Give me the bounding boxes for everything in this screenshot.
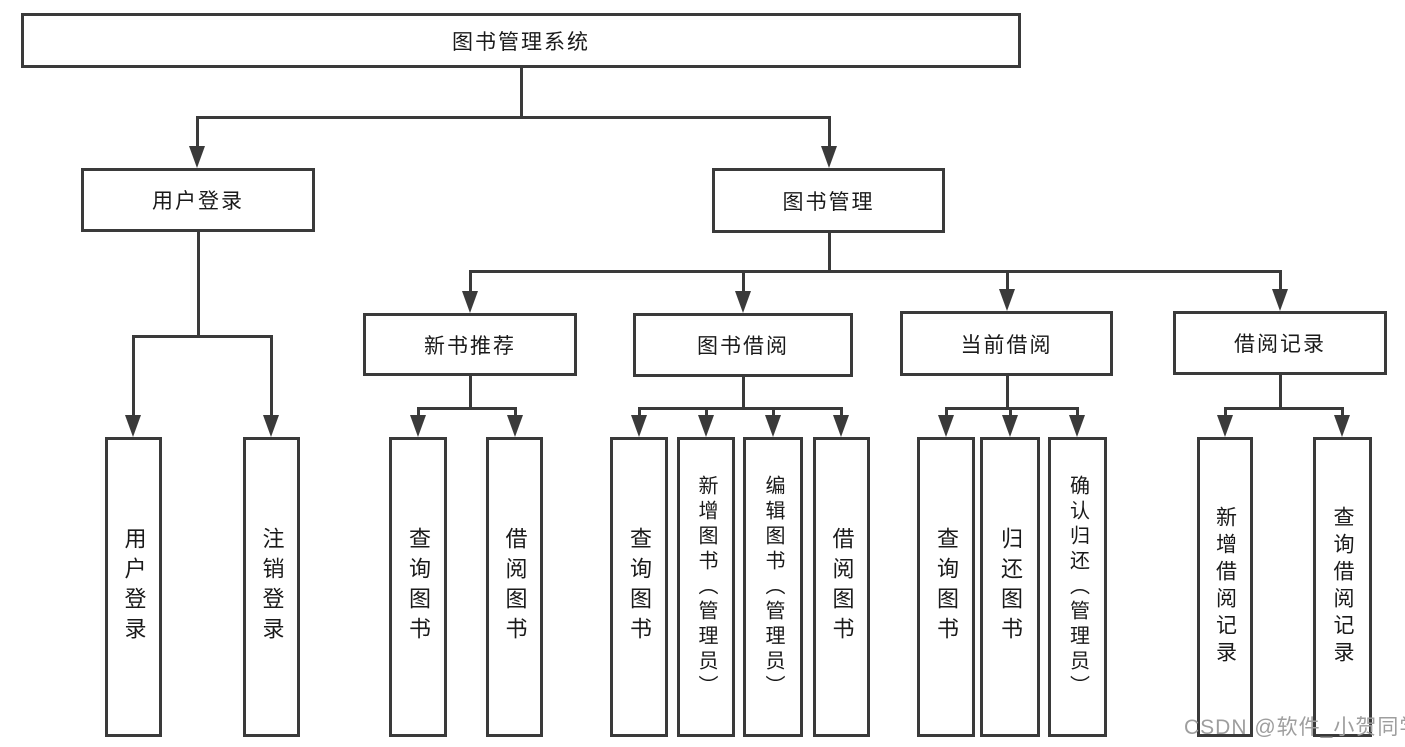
arrowhead-down	[125, 415, 141, 437]
csdn-watermark: CSDN @软件_小贺同学	[1184, 716, 1405, 739]
connector-drop	[1076, 407, 1079, 415]
connector-stem	[742, 376, 745, 407]
connector-drop	[469, 270, 472, 291]
arrowhead-down	[189, 146, 205, 168]
leaf-bb-borrow-book: 借阅图书	[813, 437, 870, 737]
connector-drop	[514, 407, 517, 415]
connector-branch	[417, 407, 517, 410]
connector-branch	[945, 407, 1079, 410]
connector-drop	[742, 270, 745, 291]
connector-level2-branch	[196, 116, 831, 119]
node-current-borrowing: 当前借阅	[900, 311, 1113, 376]
connector-level3-branch	[469, 270, 1282, 273]
leaf-user-login: 用户登录	[105, 437, 162, 737]
connector-drop	[945, 407, 948, 415]
connector-drop	[1341, 407, 1344, 415]
arrowhead-down	[999, 289, 1015, 311]
connector-drop	[1224, 407, 1227, 415]
connector-stem	[469, 375, 472, 407]
connector-drop	[638, 407, 641, 415]
leaf-bb-query-book: 查询图书	[610, 437, 668, 737]
arrowhead-down	[507, 415, 523, 437]
arrowhead-down	[631, 415, 647, 437]
arrowhead-down	[1272, 289, 1288, 311]
leaf-br-add-record: 新增借阅记录	[1197, 437, 1253, 737]
node-new-book-recommend: 新书推荐	[363, 313, 577, 376]
connector-stem	[1006, 375, 1009, 407]
arrowhead-down	[1002, 415, 1018, 437]
connector-book-mgmt-stem	[828, 232, 831, 270]
arrowhead-down	[821, 146, 837, 168]
arrowhead-down	[410, 415, 426, 437]
connector-drop	[705, 407, 708, 415]
arrowhead-down	[1217, 415, 1233, 437]
arrowhead-down	[698, 415, 714, 437]
leaf-br-query-record: 查询借阅记录	[1313, 437, 1372, 737]
arrowhead-down	[263, 415, 279, 437]
connector-branch	[638, 407, 843, 410]
connector-drop	[270, 335, 273, 415]
leaf-cb-confirm-return-admin: 确认归还（管理员）	[1048, 437, 1107, 737]
connector-root-stem	[520, 68, 523, 117]
leaf-nb-query-book: 查询图书	[389, 437, 447, 737]
connector-drop	[828, 116, 831, 146]
connector-stem	[1279, 374, 1282, 407]
leaf-bb-edit-book-admin: 编辑图书（管理员）	[743, 437, 803, 737]
connector-drop	[772, 407, 775, 415]
arrowhead-down	[765, 415, 781, 437]
connector-drop	[417, 407, 420, 415]
arrowhead-down	[462, 291, 478, 313]
leaf-logout: 注销登录	[243, 437, 300, 737]
connector-user-login-branch	[132, 335, 273, 338]
node-root: 图书管理系统	[21, 13, 1021, 68]
arrowhead-down	[833, 415, 849, 437]
leaf-bb-add-book-admin: 新增图书（管理员）	[677, 437, 735, 737]
arrowhead-down	[938, 415, 954, 437]
connector-branch	[1224, 407, 1344, 410]
arrowhead-down	[735, 291, 751, 313]
node-book-management: 图书管理	[712, 168, 945, 233]
leaf-nb-borrow-book: 借阅图书	[486, 437, 543, 737]
arrowhead-down	[1069, 415, 1085, 437]
connector-drop	[1006, 270, 1009, 289]
connector-drop	[1279, 270, 1282, 289]
connector-drop	[840, 407, 843, 415]
leaf-cb-return-book: 归还图书	[980, 437, 1040, 737]
arrowhead-down	[1334, 415, 1350, 437]
connector-drop	[132, 335, 135, 415]
connector-drop	[196, 116, 199, 146]
connector-drop	[1009, 407, 1012, 415]
node-user-login: 用户登录	[81, 168, 315, 232]
node-book-borrowing: 图书借阅	[633, 313, 853, 377]
node-borrowing-records: 借阅记录	[1173, 311, 1387, 375]
leaf-cb-query-book: 查询图书	[917, 437, 975, 737]
connector-user-login-stem	[197, 231, 200, 335]
